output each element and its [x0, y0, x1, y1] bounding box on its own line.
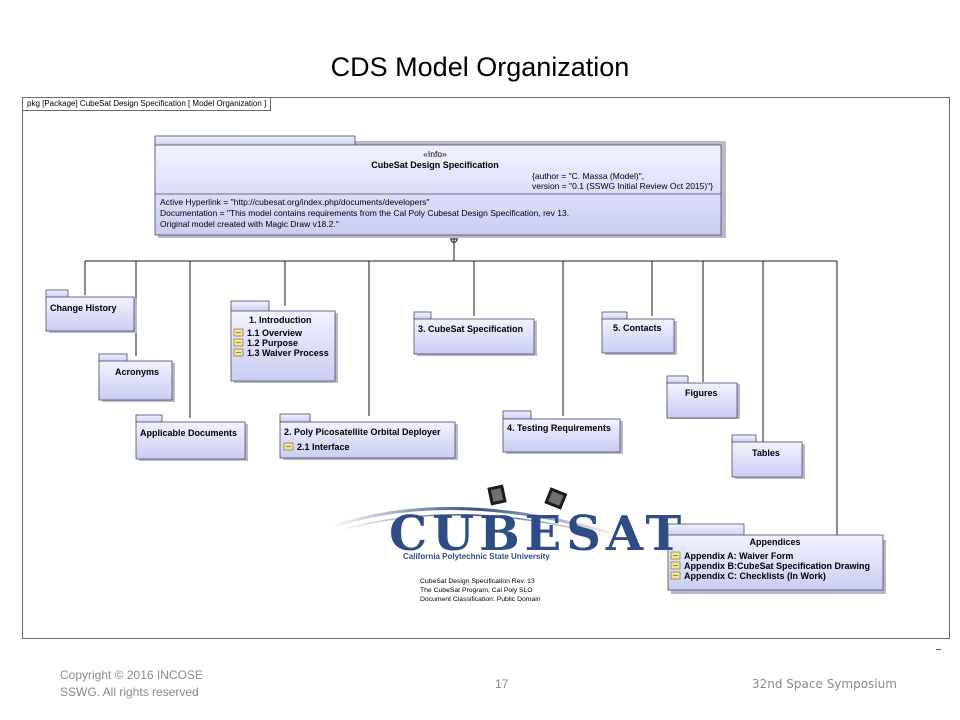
package-item-icon — [670, 571, 681, 580]
package-item-label[interactable]: Appendix C: Checklists (In Work) — [684, 571, 826, 581]
package-item-icon — [670, 551, 681, 560]
satellite-icon — [544, 487, 568, 510]
package-item-icon — [233, 348, 244, 357]
package-item-icon — [670, 561, 681, 570]
package-appendices[interactable]: Appendices Appendix A: Waiver FormAppend… — [667, 523, 886, 594]
containment-connectors — [84, 235, 838, 538]
package-name: 3. CubeSat Specification — [418, 324, 523, 334]
logo-info-line: Document Classification: Public Domain — [420, 596, 541, 603]
slide-title: CDS Model Organization — [330, 52, 630, 82]
info-hyperlink: Active Hyperlink = "http://cubesat.org/i… — [160, 197, 429, 207]
package-name: 4. Testing Requirements — [507, 423, 611, 433]
package-applicable-documents[interactable]: Applicable Documents — [135, 414, 248, 461]
package-poly-picosatellite-orbital-deployer[interactable]: 2. Poly Picosatellite Orbital Deployer 2… — [279, 413, 458, 460]
package-name: Applicable Documents — [140, 428, 237, 438]
package-name: 2. Poly Picosatellite Orbital Deployer — [284, 427, 441, 437]
corner-mark — [936, 649, 941, 650]
satellite-icon — [487, 484, 507, 506]
package-name: 5. Contacts — [613, 323, 662, 333]
package-testing-requirements[interactable]: 4. Testing Requirements — [502, 410, 623, 454]
package-contacts[interactable]: 5. Contacts — [601, 311, 677, 355]
package-item-label[interactable]: Appendix A: Waiver Form — [684, 551, 793, 561]
page-number: 17 — [495, 677, 509, 691]
event-name: 32nd Space Symposium — [752, 677, 897, 691]
package-cubesat-specification[interactable]: 3. CubeSat Specification — [413, 311, 537, 356]
package-item-label[interactable]: 1.1 Overview — [247, 328, 303, 338]
package-item-icon — [283, 442, 294, 451]
copyright-line: SSWG. All rights reserved — [60, 685, 199, 699]
package-name: 1. Introduction — [249, 315, 312, 325]
package-item-label[interactable]: 1.3 Waiver Process — [247, 348, 329, 358]
info-documentation: Documentation = "This model contains req… — [160, 208, 569, 218]
package-name: Figures — [685, 388, 718, 398]
package-item-icon — [233, 338, 244, 347]
info-tag-author: {author = "C. Massa (Model)", — [532, 171, 644, 181]
package-item-icon — [233, 328, 244, 337]
package-item-label[interactable]: 1.2 Purpose — [247, 338, 298, 348]
info-package-name: CubeSat Design Specification — [371, 160, 499, 170]
diagram-frame: «Info» CubeSat Design Specification {aut… — [22, 97, 950, 639]
package-acronyms[interactable]: Acronyms — [98, 353, 175, 402]
logo-info-line: CubeSat Design Specification Rev. 13 — [420, 578, 535, 585]
info-tag-version: version = "0.1 (SSWG Initial Review Oct … — [532, 181, 713, 191]
copyright-line: Copyright © 2016 INCOSE — [60, 668, 203, 682]
package-change-history[interactable]: Change History — [45, 289, 137, 333]
package-name: Acronyms — [115, 367, 159, 377]
package-name: Change History — [50, 303, 117, 313]
package-diagram: «Info» CubeSat Design Specification {aut… — [45, 135, 886, 603]
package-info-cubesat-design-specification[interactable]: «Info» CubeSat Design Specification {aut… — [154, 135, 726, 238]
info-original-model: Original model created with Magic Draw v… — [160, 219, 339, 229]
package-item-label[interactable]: Appendix B:CubeSat Specification Drawing — [684, 561, 870, 571]
package-name: Tables — [752, 448, 780, 458]
package-name: Appendices — [749, 537, 800, 547]
frame-label: pkg [Package] CubeSat Design Specificati… — [23, 98, 272, 111]
package-figures[interactable]: Figures — [666, 375, 740, 419]
logo-info-line: The CubeSat Program, Cal Poly SLO — [420, 587, 533, 594]
package-tables[interactable]: Tables — [731, 434, 805, 479]
info-stereotype: «Info» — [423, 149, 447, 159]
package-items: 2.1 Interface — [283, 442, 350, 452]
footer-copyright: Copyright © 2016 INCOSE SSWG. All rights… — [60, 667, 203, 701]
cubesat-wordmark: CUBESAT — [389, 506, 686, 562]
cubesat-subtitle: California Polytechnic State University — [403, 552, 550, 561]
cubesat-logo: CUBESAT California Polytechnic State Uni… — [330, 484, 686, 603]
package-item-label[interactable]: 2.1 Interface — [297, 442, 350, 452]
